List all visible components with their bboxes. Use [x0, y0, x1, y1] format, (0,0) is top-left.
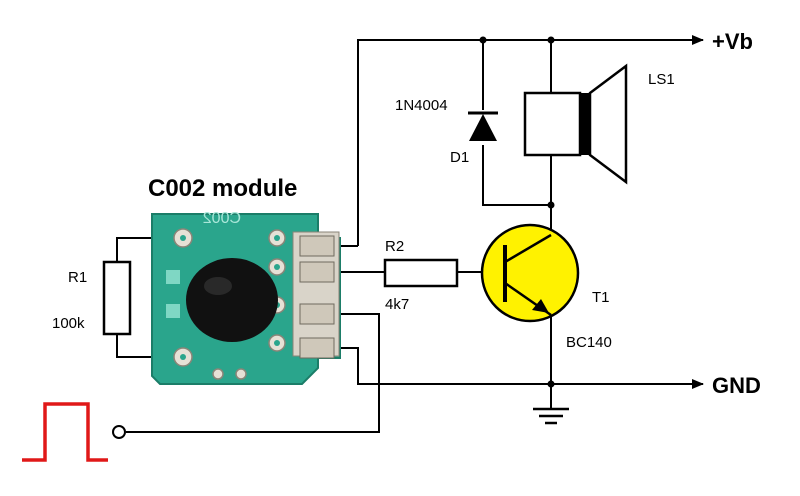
- supply-rail-wire: [357, 39, 678, 246]
- t1-transistor: [480, 223, 580, 323]
- ground-rail-wire: [318, 347, 678, 385]
- module-title: C002 module: [148, 175, 297, 202]
- r2-resistor: [383, 258, 459, 288]
- pulse-waveform-icon: [22, 402, 108, 462]
- d1-diode: [468, 111, 498, 141]
- ground-rail-label: GND: [712, 373, 761, 398]
- t1-part-label: BC140: [566, 334, 612, 351]
- r1-resistor: [102, 260, 132, 336]
- supply-rail-label: +Vb: [712, 29, 753, 54]
- trigger-wire: [126, 313, 380, 433]
- c002-module-board: C002: [151, 210, 341, 385]
- ls1-ref-label: LS1: [648, 71, 675, 88]
- r2-value-label: 4k7: [385, 296, 409, 313]
- r2-ref-label: R2: [385, 238, 404, 255]
- ls1-speaker: [523, 63, 628, 185]
- junction-dots: [479, 36, 555, 388]
- d1-ref-label: D1: [450, 149, 469, 166]
- diode-branch-wire: [482, 40, 551, 206]
- r1-ref-label: R1: [68, 269, 87, 286]
- t1-ref-label: T1: [592, 289, 610, 306]
- r1-value-label: 100k: [52, 315, 85, 332]
- chip-silkscreen-text: C002: [203, 210, 241, 227]
- d1-part-label: 1N4004: [395, 97, 448, 114]
- epoxy-blob: [186, 258, 278, 342]
- ground-symbol-icon: [533, 407, 569, 425]
- trigger-input-terminal: [112, 425, 126, 439]
